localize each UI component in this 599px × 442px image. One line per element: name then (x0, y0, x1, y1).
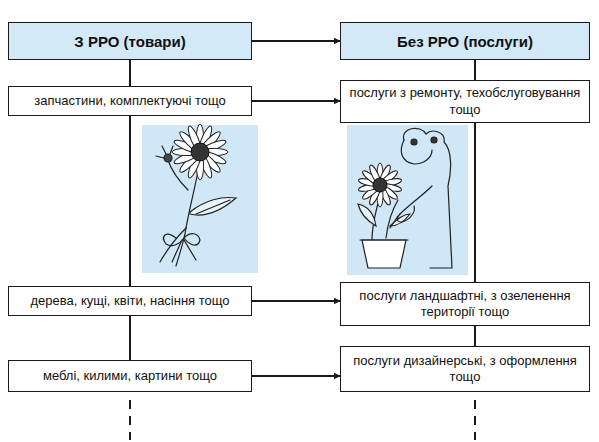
box-text: З РРО (товари) (74, 33, 185, 50)
flower-picture (142, 124, 258, 273)
service-box: послуги ландшафтні, з озеленення територ… (340, 282, 590, 326)
box-text: дерева, кущі, квіти, насіння тощо (30, 293, 229, 309)
flow-arrow (252, 100, 340, 102)
box-text: Без РРО (послуги) (397, 33, 533, 50)
service-box: послуги дизайнерські, з оформлення тощо (340, 346, 590, 392)
goods-box: меблі, килими, картини тощо (8, 360, 252, 392)
box-text: запчастини, комплектуючі тощо (34, 93, 225, 109)
dashed-spine (129, 400, 131, 440)
box-text: послуги дизайнерські, з оформлення тощо (349, 353, 581, 386)
spine-line (129, 116, 131, 286)
spine-line (474, 60, 476, 80)
box-text: послуги з ремонту, техобслуговування тощ… (349, 85, 581, 118)
flow-arrow (252, 375, 340, 377)
header-box: Без РРО (послуги) (340, 22, 590, 60)
goods-box: запчастини, комплектуючі тощо (8, 86, 252, 116)
spine-line (474, 326, 476, 346)
flow-arrow (252, 40, 340, 42)
spine-line (474, 123, 476, 282)
gardener-picture (347, 125, 468, 275)
box-text: меблі, килими, картини тощо (43, 368, 217, 384)
spine-line (129, 316, 131, 360)
box-text: послуги ландшафтні, з озеленення територ… (349, 288, 581, 321)
service-box: послуги з ремонту, техобслуговування тощ… (340, 80, 590, 123)
goods-box: дерева, кущі, квіти, насіння тощо (8, 286, 252, 316)
spine-line (129, 60, 131, 86)
dashed-spine (474, 400, 476, 440)
header-box: З РРО (товари) (8, 22, 252, 60)
flow-arrow (252, 300, 340, 302)
